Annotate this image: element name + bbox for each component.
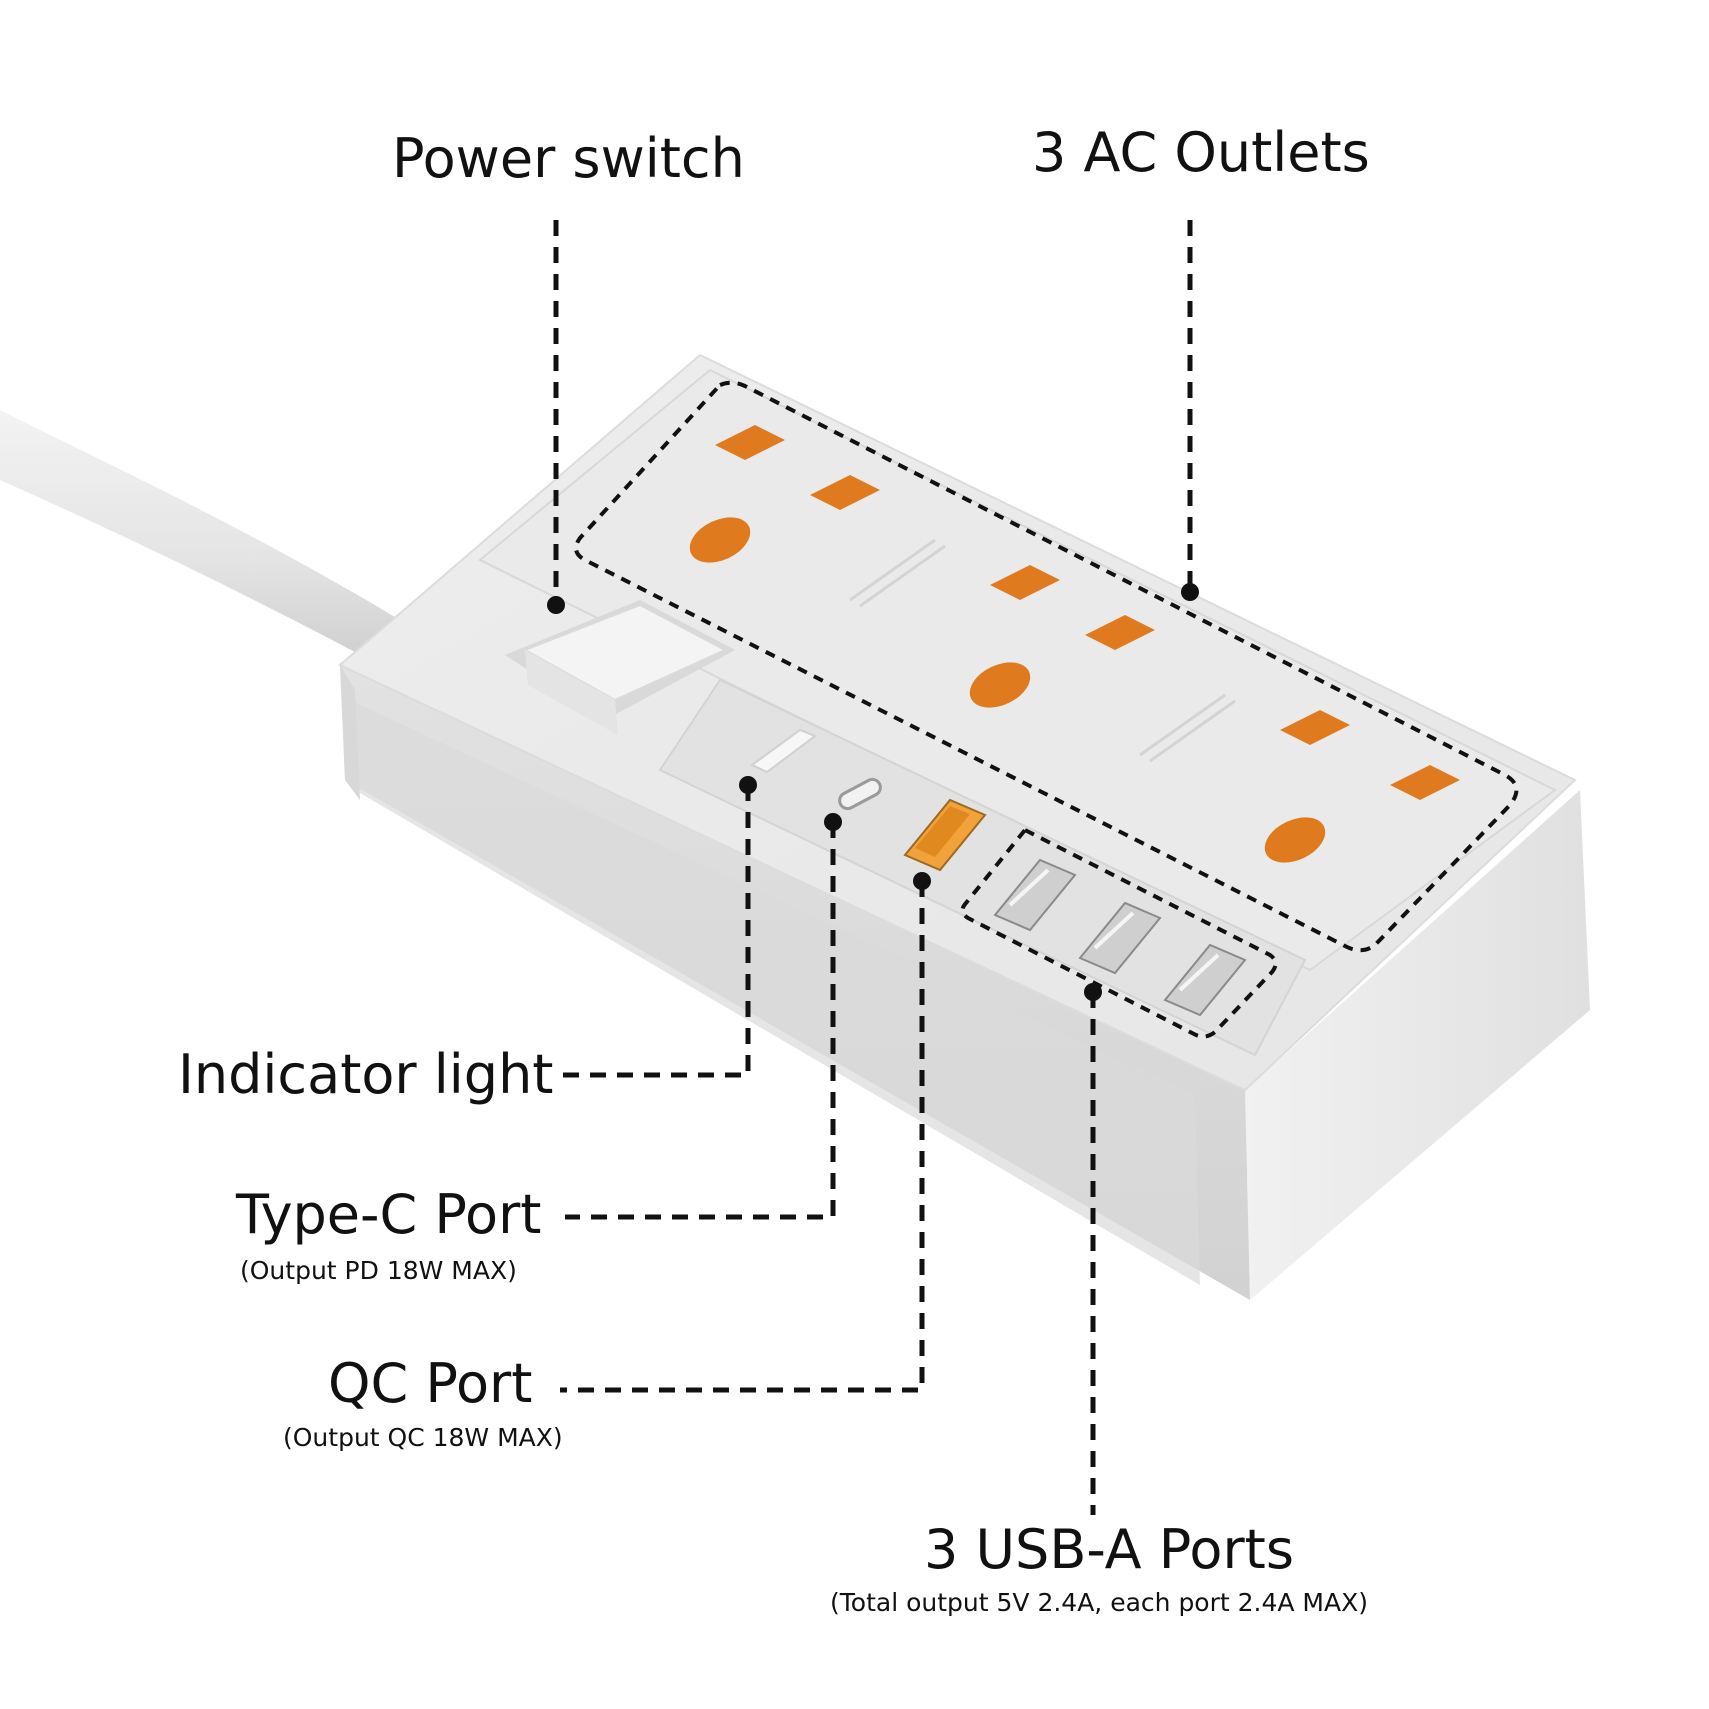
usb-a-port-icon[interactable] <box>1078 901 1162 975</box>
usb-a-note: (Total output 5V 2.4A, each port 2.4A MA… <box>830 1588 1368 1617</box>
usb-panel <box>658 678 1307 1057</box>
usb-a-label: 3 USB-A Ports <box>924 1518 1294 1581</box>
strip-end-cap <box>340 665 360 800</box>
qc-label: QC Port <box>328 1352 533 1415</box>
ac-outlets-dashed-outline <box>574 380 1519 953</box>
type-c-label: Type-C Port <box>236 1183 542 1246</box>
power-switch-label: Power switch <box>392 127 745 190</box>
usb-a-port-icon[interactable] <box>993 858 1077 932</box>
universal-socket-icon[interactable] <box>963 565 1236 763</box>
universal-socket-icon[interactable] <box>683 425 946 608</box>
type-c-note: (Output PD 18W MAX) <box>240 1256 517 1285</box>
qc-note: (Output QC 18W MAX) <box>283 1423 563 1452</box>
usb-a-port-icon[interactable] <box>1163 943 1247 1017</box>
usb-c-port-icon[interactable] <box>837 777 883 812</box>
indicator-light-icon <box>750 728 818 774</box>
rocker-switch-icon[interactable] <box>505 600 735 735</box>
indicator-leader <box>560 785 751 1078</box>
qc-leader <box>560 881 925 1393</box>
qc-usb-port-icon[interactable] <box>903 798 987 872</box>
indicator-light-label: Indicator light <box>178 1043 554 1106</box>
ac-outlets-label: 3 AC Outlets <box>1032 121 1370 184</box>
strip-right-side <box>1245 790 1590 1300</box>
strip-front-band <box>350 700 1200 1285</box>
callout-lines <box>553 220 1193 1515</box>
universal-socket-icon[interactable] <box>1258 710 1460 872</box>
power-cable <box>0 410 400 660</box>
callout-dots <box>547 583 1199 1001</box>
type-c-leader <box>565 822 836 1220</box>
